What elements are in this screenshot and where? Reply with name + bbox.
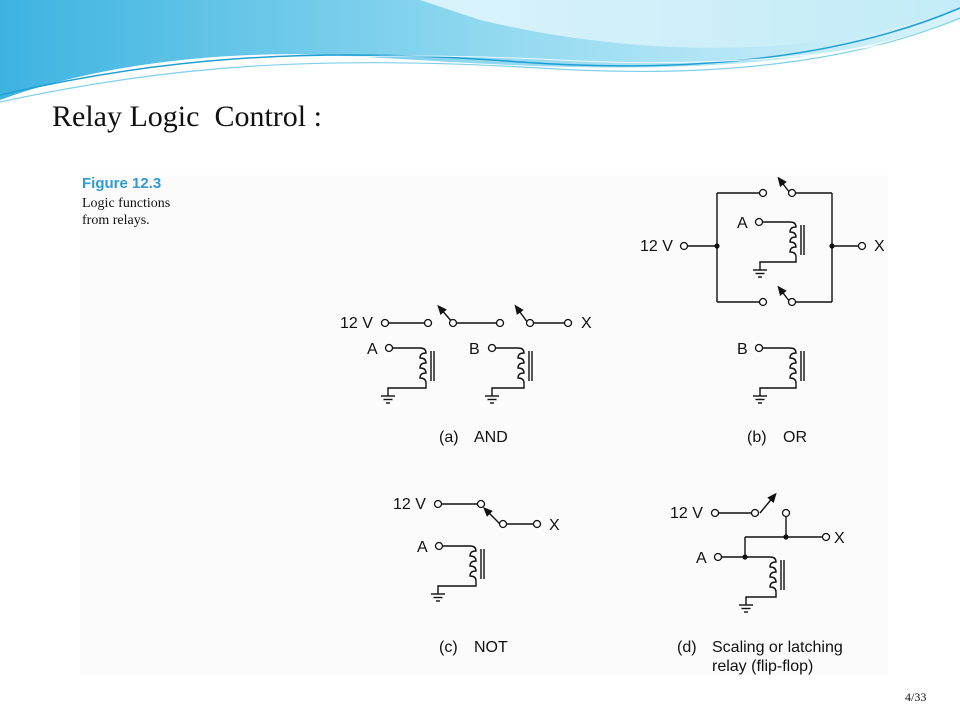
and-supply-terminal bbox=[380, 318, 390, 328]
or-switch-b bbox=[777, 285, 791, 303]
not-caption: NOT bbox=[474, 639, 508, 656]
and-output-label: X bbox=[581, 315, 592, 332]
not-circuit: 12 V X A (c) NOT bbox=[393, 496, 560, 656]
figure-caption-line2: from relays. bbox=[82, 213, 150, 228]
and-caption: AND bbox=[474, 429, 508, 446]
or-caption: OR bbox=[783, 429, 807, 446]
not-caption-letter: (c) bbox=[439, 639, 458, 656]
and-circuit: 12 V X A B (a) AND bbox=[340, 304, 592, 446]
or-input-b-label: B bbox=[737, 341, 748, 358]
page-number: 4/33 bbox=[905, 690, 927, 704]
or-circuit: 12 V X A B bbox=[640, 176, 885, 446]
not-input-a-label: A bbox=[417, 539, 428, 556]
or-caption-letter: (b) bbox=[747, 429, 767, 446]
figure-panel: Figure 12.3 Logic functions from relays. bbox=[80, 175, 888, 675]
and-input-a-label: A bbox=[367, 341, 378, 358]
latch-output-label: X bbox=[834, 530, 845, 547]
latch-caption-letter: (d) bbox=[677, 639, 697, 656]
or-supply-label: 12 V bbox=[640, 238, 673, 255]
or-output-label: X bbox=[874, 238, 885, 255]
latch-switch bbox=[759, 492, 777, 514]
or-switch-a bbox=[777, 176, 791, 194]
latch-caption-line1: Scaling or latching bbox=[712, 639, 843, 656]
latch-supply-label: 12 V bbox=[670, 505, 703, 522]
and-supply-label: 12 V bbox=[340, 315, 373, 332]
and-output-terminal bbox=[563, 318, 573, 328]
latch-circuit: 12 V X A (d) Scaling or latching relay (… bbox=[670, 492, 845, 675]
figure-caption-line1: Logic functions bbox=[82, 196, 171, 211]
latch-input-a-label: A bbox=[696, 550, 707, 567]
slide-title: Relay Logic Control : bbox=[52, 100, 322, 133]
and-switch-b bbox=[514, 304, 529, 324]
header-wave-decoration bbox=[0, 0, 960, 103]
and-caption-letter: (a) bbox=[439, 429, 459, 446]
not-output-label: X bbox=[549, 517, 560, 534]
figure-label: Figure 12.3 bbox=[82, 175, 162, 192]
not-switch bbox=[483, 507, 501, 525]
or-input-a-label: A bbox=[737, 215, 748, 232]
and-input-b-label: B bbox=[469, 341, 480, 358]
latch-caption-line2: relay (flip-flop) bbox=[712, 658, 813, 675]
not-supply-label: 12 V bbox=[393, 496, 426, 513]
